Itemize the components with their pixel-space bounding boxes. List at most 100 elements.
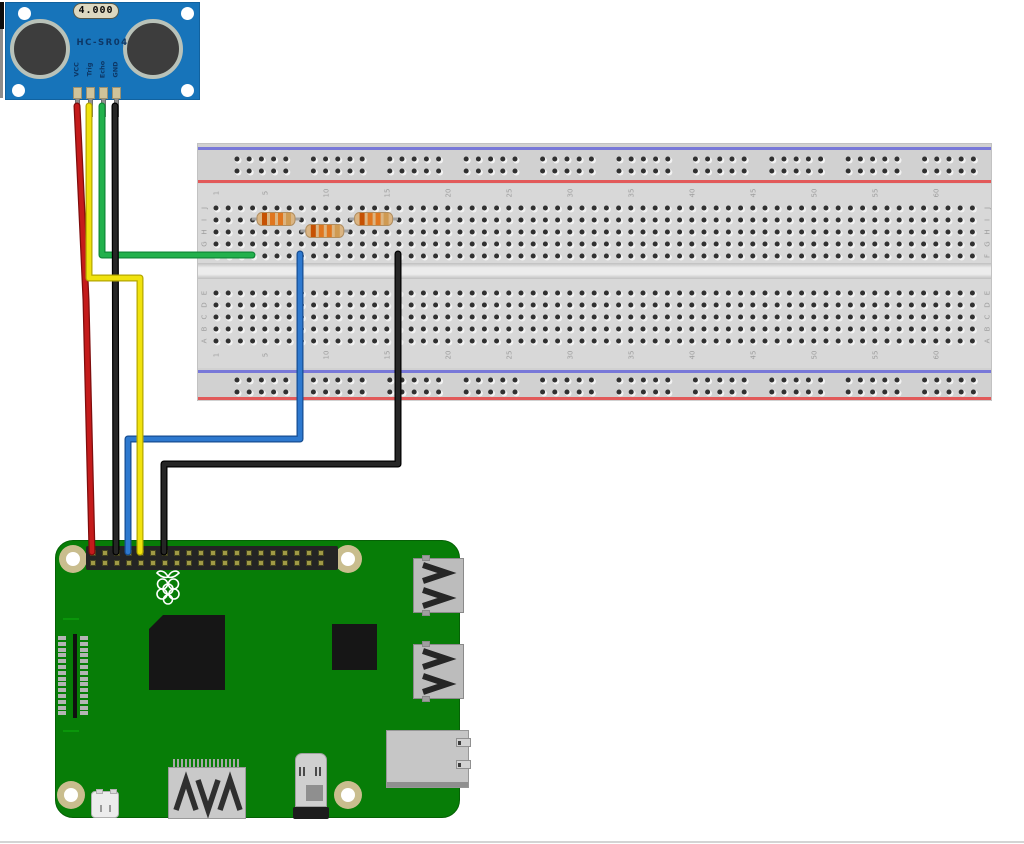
- gpio-pin[interactable]: [246, 550, 252, 556]
- svg-text:F: F: [201, 254, 209, 258]
- gpio-pin[interactable]: [126, 560, 132, 566]
- display-connector-pad: [80, 636, 88, 640]
- display-connector-pad: [80, 688, 88, 693]
- gpio-pin[interactable]: [222, 550, 228, 556]
- svg-text:45: 45: [749, 351, 757, 360]
- gpio-pin[interactable]: [318, 550, 324, 556]
- svg-text:B: B: [984, 326, 992, 331]
- svg-text:5: 5: [261, 353, 269, 357]
- display-connector-pad: [80, 699, 88, 704]
- gpio-pin[interactable]: [162, 550, 168, 556]
- gpio-pin[interactable]: [246, 560, 252, 566]
- gpio-pin[interactable]: [102, 560, 108, 566]
- gpio-pin[interactable]: [294, 560, 300, 566]
- audio-jack-barrel: [293, 807, 329, 819]
- svg-text:55: 55: [871, 351, 879, 360]
- audio-jack: [295, 753, 327, 807]
- gpio-pin[interactable]: [318, 560, 324, 566]
- gpio-pin[interactable]: [150, 560, 156, 566]
- wire-trig-yellow[interactable]: [85, 102, 144, 556]
- svg-text:C: C: [201, 314, 209, 319]
- sensor-pin-leg: [87, 99, 93, 117]
- svg-text:30: 30: [566, 351, 574, 360]
- svg-text:B: B: [201, 326, 209, 331]
- gpio-pin[interactable]: [186, 560, 192, 566]
- svg-text:60: 60: [932, 189, 940, 198]
- svg-text:E: E: [984, 291, 992, 295]
- display-connector-slot: [73, 634, 77, 718]
- crystal-value: 4.000: [78, 5, 114, 16]
- sensor-pin-pad: [72, 87, 82, 99]
- sensor-mount-hole: [181, 7, 194, 20]
- gpio-pin[interactable]: [210, 550, 216, 556]
- gpio-pin[interactable]: [174, 550, 180, 556]
- crystal-oscillator: 4.000: [73, 3, 119, 19]
- gpio-pin[interactable]: [90, 560, 96, 566]
- gpio-pin[interactable]: [222, 560, 228, 566]
- sensor-mount-hole: [18, 7, 31, 20]
- gpio-pin[interactable]: [114, 550, 120, 556]
- svg-text:C: C: [984, 314, 992, 319]
- gpio-pin[interactable]: [306, 550, 312, 556]
- gpio-pin[interactable]: [258, 560, 264, 566]
- svg-text:J: J: [201, 207, 209, 210]
- pi-mount-hole: [57, 781, 85, 809]
- svg-text:F: F: [984, 254, 992, 258]
- gpio-pin[interactable]: [270, 560, 276, 566]
- gpio-pin[interactable]: [150, 550, 156, 556]
- svg-text:1: 1: [213, 191, 221, 195]
- sensor-mount-hole: [12, 84, 25, 97]
- svg-text:D: D: [984, 302, 992, 307]
- gpio-pin[interactable]: [174, 560, 180, 566]
- gpio-pin[interactable]: [198, 560, 204, 566]
- wire-gnd-black[interactable]: [111, 102, 120, 556]
- gpio-pin[interactable]: [126, 550, 132, 556]
- raspberry-pi-board[interactable]: [55, 540, 471, 819]
- raspberry-pi-logo-icon: [155, 570, 181, 605]
- gpio-pin[interactable]: [90, 550, 96, 556]
- pi-mount-hole: [59, 545, 87, 573]
- gpio-pin[interactable]: [162, 560, 168, 566]
- gpio-pin[interactable]: [234, 550, 240, 556]
- svg-text:60: 60: [932, 351, 940, 360]
- gpio-pin[interactable]: [138, 550, 144, 556]
- svg-text:H: H: [984, 229, 992, 234]
- gpio-pin[interactable]: [306, 560, 312, 566]
- sensor-pin-label: VCC: [72, 62, 81, 77]
- display-connector-pad: [80, 659, 88, 664]
- gpio-pin[interactable]: [294, 550, 300, 556]
- usb-tab: [422, 555, 430, 561]
- gpio-pin[interactable]: [282, 550, 288, 556]
- gpio-pin[interactable]: [234, 560, 240, 566]
- gpio-pin[interactable]: [198, 550, 204, 556]
- silkscreen-mark: [63, 730, 79, 732]
- svg-text:15: 15: [383, 351, 391, 360]
- gpio-pin[interactable]: [102, 550, 108, 556]
- gpio-pin[interactable]: [210, 560, 216, 566]
- gpio-pin[interactable]: [270, 550, 276, 556]
- display-connector-pad: [58, 647, 66, 652]
- wire-vcc-red[interactable]: [73, 102, 96, 556]
- positive-rail-line-top: [198, 180, 991, 183]
- display-connector-pad: [80, 653, 88, 658]
- gpio-pin[interactable]: [186, 550, 192, 556]
- sensor-pin-label: Echo: [98, 60, 107, 79]
- gpio-pin[interactable]: [282, 560, 288, 566]
- sensor-mount-hole: [181, 84, 194, 97]
- usb-tab: [422, 641, 430, 647]
- gpio-pin[interactable]: [258, 550, 264, 556]
- gpio-pin[interactable]: [114, 560, 120, 566]
- ultrasonic-transducer-right: [123, 19, 183, 79]
- display-connector-pad: [58, 636, 66, 640]
- svg-text:40: 40: [688, 351, 696, 360]
- gpio-header[interactable]: [86, 546, 338, 570]
- gpio-pin[interactable]: [138, 560, 144, 566]
- ultrasonic-transducer-left: [10, 19, 70, 79]
- display-connector-pad: [58, 699, 66, 704]
- usb-tab: [422, 610, 430, 616]
- display-connector-pad: [58, 641, 66, 646]
- display-connector-pad: [58, 665, 66, 669]
- svg-text:15: 15: [383, 189, 391, 198]
